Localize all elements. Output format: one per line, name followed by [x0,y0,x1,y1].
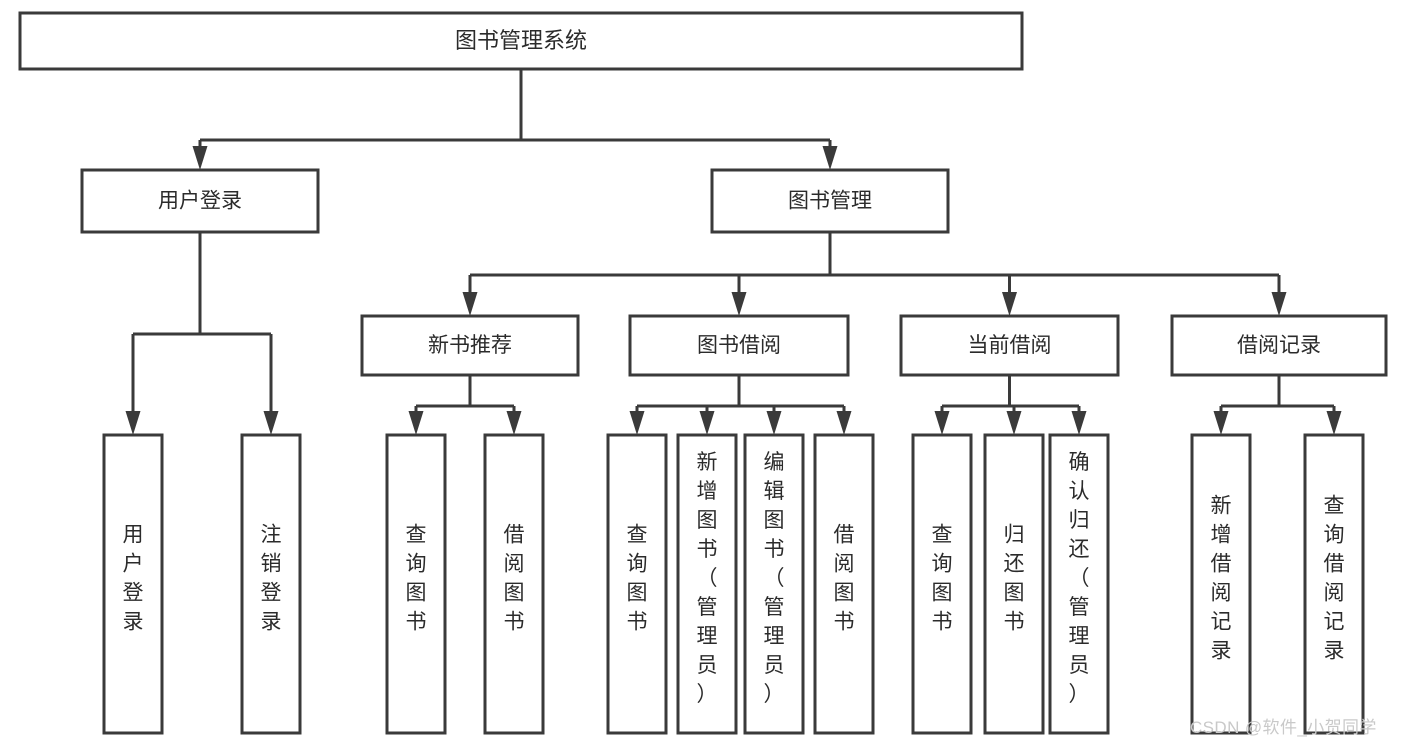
leaf-leaf-cb-confirm[interactable]: 确认归还（管理员） [1048,433,1110,735]
leaf-leaf-bb-add-box[interactable] [676,433,738,735]
leaf-leaf-user-logout-label: 注销登录 [261,524,282,634]
leaf-leaf-nbr-borrow-label: 借阅图书 [504,524,525,634]
node-current-borrow-box[interactable] [899,314,1120,377]
leaf-leaf-nbr-borrow[interactable]: 借阅图书 [483,433,545,735]
leaf-leaf-br-add-box[interactable] [1190,433,1252,735]
node-root-system[interactable]: 图书管理系统 [18,11,1024,71]
node-user-login-label: 用户登录 [158,190,242,213]
leaf-leaf-bb-edit[interactable]: 编辑图书（管理员） [743,433,805,735]
leaf-leaf-bb-borrow-box[interactable] [813,433,875,735]
book-borrow-to-leaves-0-arrowhead [629,411,645,435]
book-manage-to-level3-1-arrowhead [731,292,747,316]
node-book-borrow-box[interactable] [628,314,850,377]
leaf-leaf-cb-confirm-box[interactable] [1048,433,1110,735]
leaf-leaf-bb-query[interactable]: 查询图书 [606,433,668,735]
leaf-leaf-br-query[interactable]: 查询借阅记录 [1303,433,1365,735]
node-borrow-record-label: 借阅记录 [1237,334,1321,357]
leaf-leaf-nbr-query-box[interactable] [385,433,447,735]
leaf-leaf-bb-edit-label: 编辑图书（管理员） [764,451,785,706]
current-borrow-to-leaves-1-arrowhead [1006,411,1022,435]
node-new-book-recommend[interactable]: 新书推荐 [360,314,580,377]
node-book-borrow[interactable]: 图书借阅 [628,314,850,377]
csdn-watermark: CSDN @软件_小贺同学 [1190,718,1377,737]
leaf-leaf-br-add[interactable]: 新增借阅记录 [1190,433,1252,735]
leaf-leaf-br-add-label: 新增借阅记录 [1211,495,1232,663]
book-manage-to-level3-2-arrowhead [1002,292,1017,316]
leaf-leaf-bb-borrow-label: 借阅图书 [834,524,855,634]
node-root-system-box[interactable] [18,11,1024,71]
borrow-record-to-leaves-0-arrowhead [1213,411,1229,435]
node-current-borrow-label: 当前借阅 [968,334,1052,357]
leaf-leaf-nbr-query[interactable]: 查询图书 [385,433,447,735]
node-book-manage-label: 图书管理 [788,190,872,213]
book-borrow-to-leaves-3-arrowhead [836,411,852,435]
leaf-leaf-cb-query-label: 查询图书 [932,524,953,634]
leaf-leaf-nbr-query-label: 查询图书 [406,524,427,634]
leaf-leaf-user-login[interactable]: 用户登录 [102,433,164,735]
leaf-leaf-bb-add[interactable]: 新增图书（管理员） [676,433,738,735]
node-borrow-record-box[interactable] [1170,314,1388,377]
node-book-manage-box[interactable] [710,168,950,234]
leaf-leaf-cb-return-label: 归还图书 [1004,524,1025,634]
leaf-leaf-bb-borrow[interactable]: 借阅图书 [813,433,875,735]
node-current-borrow[interactable]: 当前借阅 [899,314,1120,377]
node-layer: 图书管理系统用户登录图书管理新书推荐图书借阅当前借阅借阅记录用户登录注销登录查询… [18,11,1388,735]
current-borrow-to-leaves-0-arrowhead [934,411,950,435]
user-login-to-leaves-0-arrowhead [125,411,141,435]
leaf-leaf-user-logout[interactable]: 注销登录 [240,433,302,735]
leaf-leaf-bb-query-label: 查询图书 [627,524,648,634]
leaf-leaf-cb-return[interactable]: 归还图书 [983,433,1045,735]
leaf-leaf-user-login-box[interactable] [102,433,164,735]
leaf-leaf-user-login-label: 用户登录 [123,524,144,634]
user-login-to-leaves-1-arrowhead [263,411,279,435]
book-manage-to-level3-0-arrowhead [462,292,478,316]
current-borrow-to-leaves-2-arrowhead [1071,411,1087,435]
node-new-book-recommend-label: 新书推荐 [428,334,512,357]
node-user-login[interactable]: 用户登录 [80,168,320,234]
leaf-leaf-cb-query-box[interactable] [911,433,973,735]
node-user-login-box[interactable] [80,168,320,234]
node-root-system-label: 图书管理系统 [455,28,587,53]
book-borrow-to-leaves-2-arrowhead [766,411,782,435]
leaf-leaf-bb-edit-box[interactable] [743,433,805,735]
leaf-leaf-nbr-borrow-box[interactable] [483,433,545,735]
root-to-level2-0-arrowhead [192,146,208,170]
leaf-leaf-br-query-box[interactable] [1303,433,1365,735]
node-book-manage[interactable]: 图书管理 [710,168,950,234]
leaf-leaf-bb-add-label: 新增图书（管理员） [697,451,718,706]
new-book-recommend-to-leaves-0-arrowhead [408,411,424,435]
node-borrow-record[interactable]: 借阅记录 [1170,314,1388,377]
leaf-leaf-cb-confirm-label: 确认归还（管理员） [1069,451,1090,706]
leaf-leaf-user-logout-box[interactable] [240,433,302,735]
borrow-record-to-leaves-1-arrowhead [1326,411,1342,435]
book-borrow-to-leaves-1-arrowhead [699,411,715,435]
leaf-leaf-br-query-label: 查询借阅记录 [1324,495,1345,663]
root-to-level2-1-arrowhead [822,146,838,170]
new-book-recommend-to-leaves-1-arrowhead [506,411,522,435]
node-new-book-recommend-box[interactable] [360,314,580,377]
leaf-leaf-cb-query[interactable]: 查询图书 [911,433,973,735]
leaf-leaf-bb-query-box[interactable] [606,433,668,735]
book-manage-to-level3-3-arrowhead [1271,292,1287,316]
node-book-borrow-label: 图书借阅 [697,334,781,357]
leaf-leaf-cb-return-box[interactable] [983,433,1045,735]
connector-layer [125,69,1342,435]
